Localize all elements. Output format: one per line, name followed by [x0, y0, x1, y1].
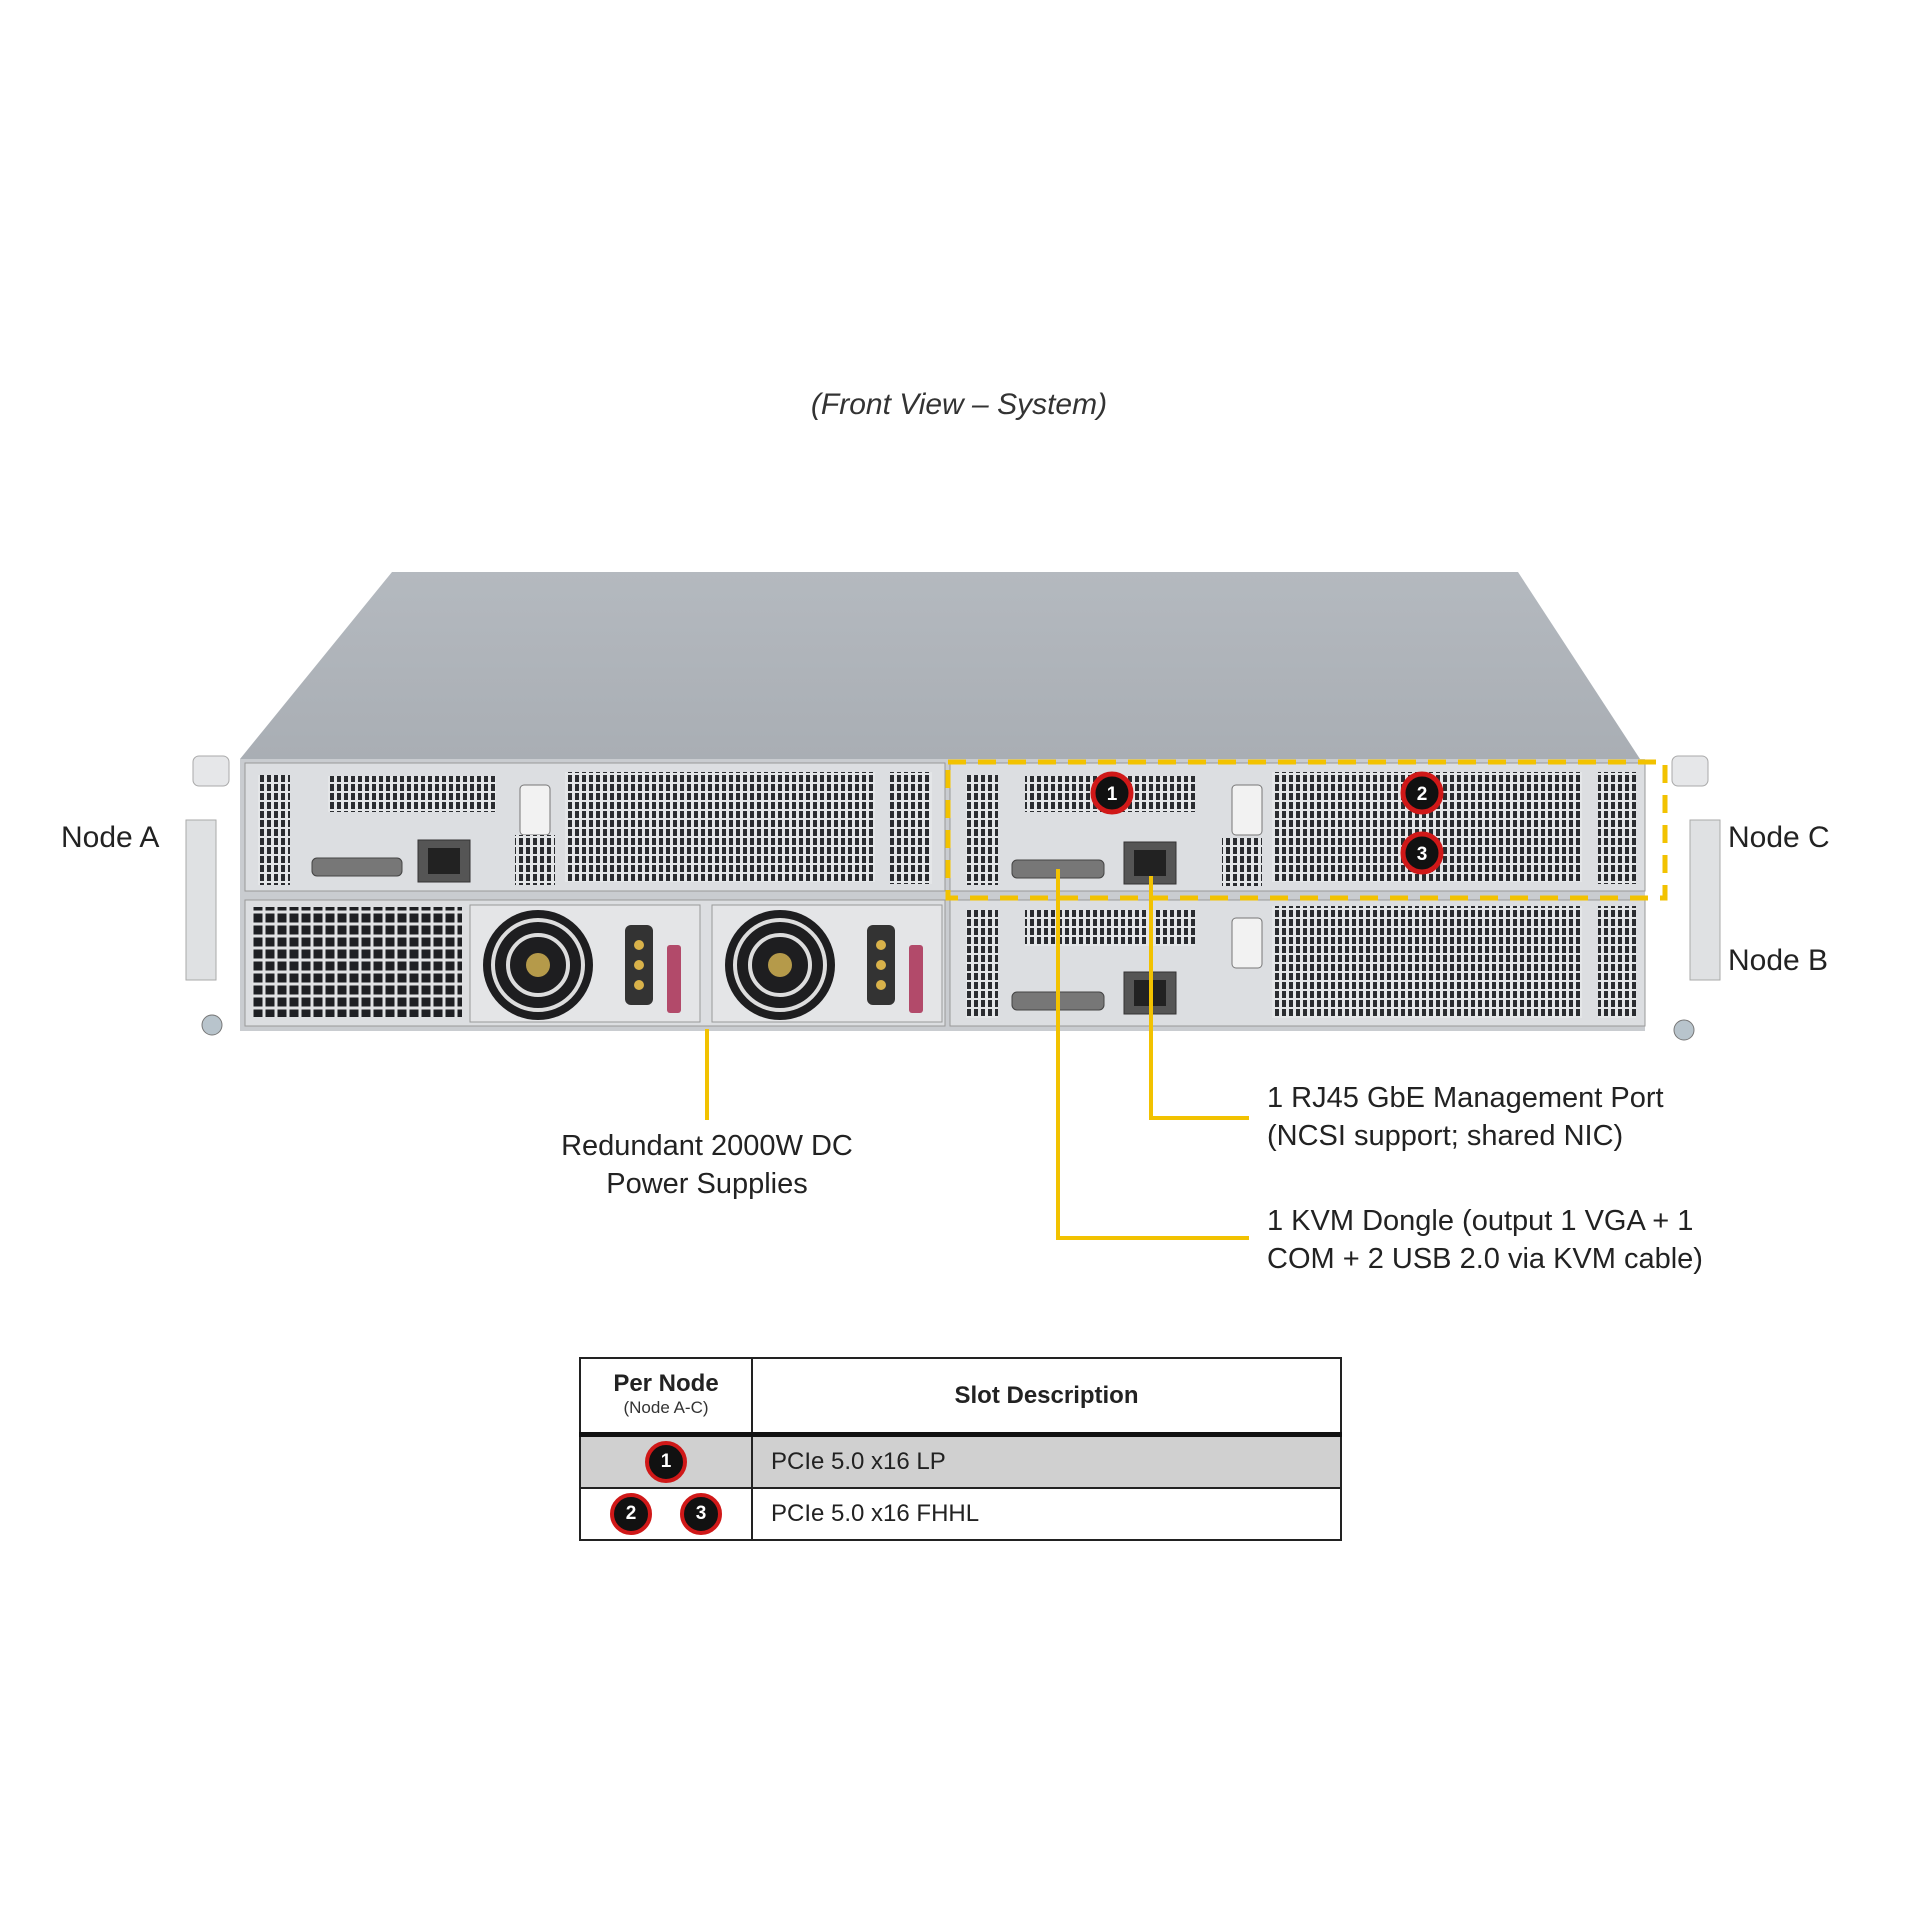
header-per-node: Per Node (Node A-C) [579, 1357, 753, 1436]
slot-badge-2: 2 [1400, 771, 1444, 815]
header-per-node-sub: (Node A-C) [623, 1397, 709, 1417]
header-slot-description: Slot Description [751, 1357, 1342, 1436]
row-description: PCIe 5.0 x16 FHHL [751, 1487, 1342, 1541]
chassis-top [240, 572, 1640, 759]
slot-badge-3: 3 [680, 1493, 722, 1535]
kvm-callout-line [1056, 869, 1249, 1240]
psu-callout-line1: Redundant 2000W DC [561, 1130, 853, 1162]
node-c-label: Node C [1728, 821, 1830, 854]
rack-ear-left [185, 819, 217, 981]
kvm-callout-line2: COM + 2 USB 2.0 via KVM cable) [1267, 1243, 1703, 1275]
kvm-callout: 1 KVM Dongle (output 1 VGA + 1 COM + 2 U… [1267, 1202, 1703, 1278]
rj45-callout-line [1149, 876, 1249, 1120]
kvm-callout-line1: 1 KVM Dongle (output 1 VGA + 1 [1267, 1205, 1694, 1237]
node-c-sled [949, 762, 1646, 892]
figure-title: (Front View – System) [810, 388, 1108, 421]
svg-text:1: 1 [1107, 784, 1118, 805]
table-row: 1 PCIe 5.0 x16 LP [579, 1433, 1342, 1489]
node-b-sled [949, 899, 1646, 1027]
rack-ear-right [1689, 819, 1721, 981]
rj45-callout-line1: 1 RJ45 GbE Management Port [1267, 1082, 1664, 1114]
node-c-highlight-box [945, 759, 1668, 901]
node-a-sled [244, 762, 946, 892]
slot-description-table: Per Node (Node A-C) Slot Description 1 P… [579, 1357, 1342, 1541]
power-supply-2 [711, 904, 943, 1023]
power-supply-bay [244, 899, 946, 1027]
rj45-callout-line2: (NCSI support; shared NIC) [1267, 1120, 1624, 1152]
svg-text:3: 3 [1417, 844, 1428, 865]
power-supply-1 [469, 904, 701, 1023]
row-description: PCIe 5.0 x16 LP [751, 1433, 1342, 1489]
slot-badge-3: 3 [1400, 831, 1444, 875]
header-per-node-label: Per Node [613, 1369, 719, 1397]
svg-text:2: 2 [1417, 784, 1428, 805]
slot-badge-1: 1 [1090, 771, 1134, 815]
node-a-label: Node A [61, 821, 160, 854]
psu-callout: Redundant 2000W DC Power Supplies [507, 1127, 907, 1203]
rj45-callout: 1 RJ45 GbE Management Port (NCSI support… [1267, 1079, 1664, 1155]
slot-badge-1: 1 [645, 1441, 687, 1483]
node-b-label: Node B [1728, 944, 1829, 977]
slot-badge-2: 2 [610, 1493, 652, 1535]
psu-callout-line2: Power Supplies [606, 1168, 808, 1200]
row-badges: 1 [579, 1433, 753, 1489]
